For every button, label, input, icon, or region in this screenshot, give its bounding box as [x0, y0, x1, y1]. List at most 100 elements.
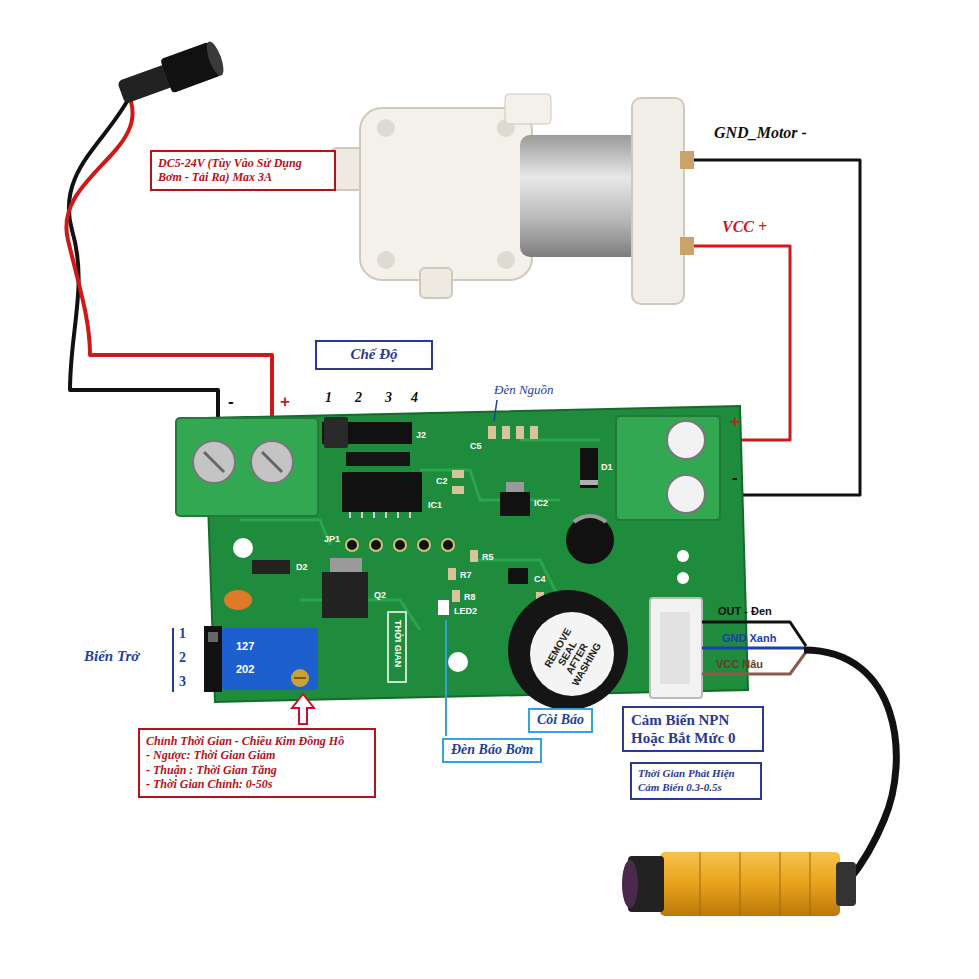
board-components-part [330, 558, 362, 572]
board-components-part [438, 600, 449, 615]
silkscreen-label: R5 [482, 552, 494, 562]
water-pump-part [420, 268, 452, 298]
pot-bracket [172, 628, 174, 692]
board-components-part [346, 452, 410, 466]
terminal-block-part [251, 441, 293, 483]
board-components-part [506, 482, 524, 492]
pin-number: 2 [179, 650, 186, 666]
time-adjust-note-box: Chỉnh Thời Gian - Chiều Kim Đồng Hồ- Ngư… [138, 728, 376, 798]
dc-jack-part [203, 40, 227, 78]
board-components-part [566, 516, 614, 564]
potentiometer-part [208, 632, 218, 642]
node-text: - Thuận : Thời Gian Tăng [146, 763, 368, 777]
sensor-type-box: Cảm Biến NPN Hoặc Bắt Mức 0 [622, 706, 764, 752]
polarity-mark: - [732, 468, 738, 488]
part-label: Biến Trở [84, 648, 139, 665]
board-components-part-part [418, 539, 430, 551]
board-components-part [448, 568, 456, 580]
board-components-part [502, 426, 510, 439]
power-wires-part [66, 90, 272, 428]
power-wires-part [69, 92, 218, 428]
sensor-wires-part [702, 647, 806, 650]
board-components-part-part [349, 512, 351, 518]
terminal-block-part [667, 421, 705, 459]
photo-sensor [622, 852, 856, 916]
wire-label: GND_Motor - [714, 124, 807, 142]
photo-sensor-part-part [810, 852, 811, 916]
photo-sensor-part-part [740, 852, 741, 916]
wire-label: OUT - Đen [718, 605, 772, 617]
circuit-board-part [233, 538, 253, 558]
polarity-mark: - [228, 392, 234, 412]
silkscreen-label: R8 [464, 592, 476, 602]
board-components-part [516, 426, 524, 439]
water-pump-part [377, 251, 395, 269]
silkscreen-label: Q2 [374, 590, 386, 600]
board-components [224, 417, 614, 618]
sensor-wires [702, 622, 806, 674]
silkscreen-label: D1 [601, 462, 613, 472]
polarity-mark: + [730, 412, 740, 432]
board-components-part-part [373, 512, 375, 518]
board-components-part-part [394, 539, 406, 551]
pin-number: 1 [179, 626, 186, 642]
sensor-connector-part [650, 598, 702, 698]
potentiometer-part [204, 626, 222, 692]
sensor-connector-part [660, 612, 690, 684]
power-note-box: DC5-24V (Tùy Vào Sử Dụng Bơm - Tải Ra) M… [150, 150, 336, 191]
silkscreen-label: IC1 [428, 500, 442, 510]
sensor-cable [804, 650, 896, 884]
board-components-part-part [442, 539, 454, 551]
silkscreen-label: C2 [436, 476, 448, 486]
buzzer-callout-box: Còi Báo [528, 708, 593, 733]
sensor-connector [650, 598, 702, 698]
water-pump [330, 94, 694, 304]
board-components-part [452, 486, 464, 494]
water-pump-part [680, 151, 694, 169]
terminal-block-part [667, 475, 705, 513]
node-text: - Thời Gian Chỉnh: 0-50s [146, 777, 368, 791]
buzzer-part [508, 590, 628, 710]
power-wires [66, 90, 272, 428]
potentiometer-part [294, 677, 306, 679]
node-heading: Chỉnh Thời Gian - Chiều Kim Đồng Hồ [146, 734, 368, 748]
mode-box: Chế Độ [315, 340, 433, 370]
pin-number: 4 [411, 390, 418, 406]
photo-sensor-part [660, 852, 840, 916]
buzzer-part [530, 612, 614, 696]
potentiometer-part [222, 628, 318, 690]
silkscreen-label: C4 [534, 574, 546, 584]
pot-bracket-part [172, 628, 174, 692]
node-text: - Ngược: Thời Gian Giảm [146, 748, 368, 762]
board-components-part [580, 480, 598, 485]
silkscreen-label: THỜI GIAN [393, 620, 403, 667]
board-components-part-part [409, 512, 411, 518]
terminal-block-part [204, 452, 224, 472]
node-heading: Đèn Báo Bơm [451, 742, 533, 759]
sensor-wires-part [702, 652, 806, 674]
board-components-part [322, 572, 368, 618]
silkscreen-label: JP1 [324, 534, 340, 544]
board-components-part-part [361, 512, 363, 518]
board-components-part [350, 512, 410, 518]
photo-sensor-part [836, 862, 856, 906]
circuit-board-part [448, 652, 468, 672]
terminal-block-part [616, 416, 720, 520]
photo-sensor-part [622, 860, 638, 908]
silkscreen-label: IC2 [534, 498, 548, 508]
board-components-part [580, 448, 598, 488]
water-pump-part [505, 94, 551, 124]
board-components-part [224, 590, 252, 610]
pin-number: 1 [325, 390, 332, 406]
water-pump-part [377, 119, 395, 137]
photo-sensor-part-part [780, 852, 781, 916]
board-components-part [489, 423, 495, 424]
node-heading: DC5-24V (Tùy Vào Sử Dụng Bơm - Tải Ra) M… [158, 156, 328, 185]
wire-label: VCC + [722, 218, 767, 236]
pot-marking: 127 [236, 640, 254, 652]
node-heading: Cảm Biến NPN Hoặc Bắt Mức 0 [631, 711, 755, 747]
board-components-part-part [397, 512, 399, 518]
board-components-part [452, 470, 464, 478]
